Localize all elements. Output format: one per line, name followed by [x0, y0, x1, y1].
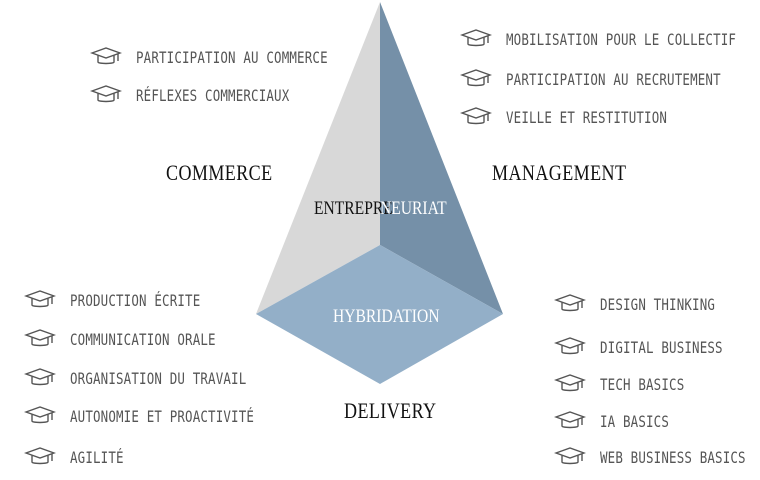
- list-item: VEILLE ET RESTITUTION: [460, 106, 713, 128]
- graduation-cap-icon: [554, 447, 586, 465]
- list-item-label: PRODUCTION ÉCRITE: [70, 290, 201, 310]
- list-item: RÉFLEXES COMMERCIAUX: [90, 84, 333, 106]
- list-item-label: VEILLE ET RESTITUTION: [506, 107, 668, 127]
- graduation-cap-icon: [554, 374, 586, 392]
- list-item: DIGITAL BUSINESS: [554, 336, 757, 358]
- center-label-entrepreneuriat-right: NEURIAT: [380, 198, 447, 219]
- axis-label-delivery: DELIVERY: [344, 398, 437, 423]
- graduation-cap-icon: [24, 368, 56, 386]
- graduation-cap-icon: [24, 406, 56, 424]
- list-item-label: DESIGN THINKING: [600, 294, 716, 314]
- graduation-cap-icon: [460, 29, 492, 47]
- list-item: PARTICIPATION AU COMMERCE: [90, 46, 382, 68]
- graduation-cap-icon: [554, 411, 586, 429]
- graduation-cap-icon: [90, 85, 122, 103]
- graduation-cap-icon: [24, 447, 56, 465]
- list-item-label: ORGANISATION DU TRAVAIL: [70, 368, 247, 388]
- center-label-entrepreneuriat-left: ENTREPRE: [314, 198, 393, 219]
- pyramid-face-management: [380, 2, 503, 314]
- graduation-cap-icon: [554, 294, 586, 312]
- list-item: IA BASICS: [554, 410, 689, 432]
- list-item: TECH BASICS: [554, 373, 708, 395]
- pyramid-face-commerce: [256, 2, 380, 314]
- list-item-label: RÉFLEXES COMMERCIAUX: [136, 85, 290, 105]
- list-item-label: COMMUNICATION ORALE: [70, 329, 216, 349]
- list-item-label: WEB BUSINESS BASICS: [600, 447, 746, 467]
- list-item: PRODUCTION ÉCRITE: [24, 289, 237, 311]
- graduation-cap-icon: [24, 329, 56, 347]
- list-item-label: AGILITÉ: [70, 447, 124, 467]
- list-item: AUTONOMIE ET PROACTIVITÉ: [24, 405, 306, 427]
- graduation-cap-icon: [90, 47, 122, 65]
- list-item: WEB BUSINESS BASICS: [554, 446, 760, 468]
- axis-label-management: MANAGEMENT: [492, 160, 627, 185]
- list-item-label: AUTONOMIE ET PROACTIVITÉ: [70, 406, 255, 426]
- graduation-cap-icon: [460, 107, 492, 125]
- pyramid-face-delivery: [256, 245, 503, 384]
- list-item: AGILITÉ: [24, 446, 139, 468]
- list-item: DESIGN THINKING: [554, 293, 748, 315]
- center-label-hybridation: HYBRIDATION: [333, 306, 440, 327]
- list-item: MOBILISATION POUR LE COLLECTIF: [460, 28, 760, 50]
- list-item: ORGANISATION DU TRAVAIL: [24, 367, 296, 389]
- graduation-cap-icon: [554, 337, 586, 355]
- list-item-label: MOBILISATION POUR LE COLLECTIF: [506, 29, 737, 49]
- list-item-label: PARTICIPATION AU COMMERCE: [136, 47, 328, 67]
- list-item: COMMUNICATION ORALE: [24, 328, 257, 350]
- graduation-cap-icon: [24, 290, 56, 308]
- list-item-label: PARTICIPATION AU RECRUTEMENT: [506, 69, 721, 89]
- list-item-label: DIGITAL BUSINESS: [600, 337, 723, 357]
- axis-label-commerce: COMMERCE: [166, 160, 273, 185]
- list-item: PARTICIPATION AU RECRUTEMENT: [460, 68, 760, 90]
- graduation-cap-icon: [460, 69, 492, 87]
- list-item-label: IA BASICS: [600, 411, 670, 431]
- list-item-label: TECH BASICS: [600, 374, 685, 394]
